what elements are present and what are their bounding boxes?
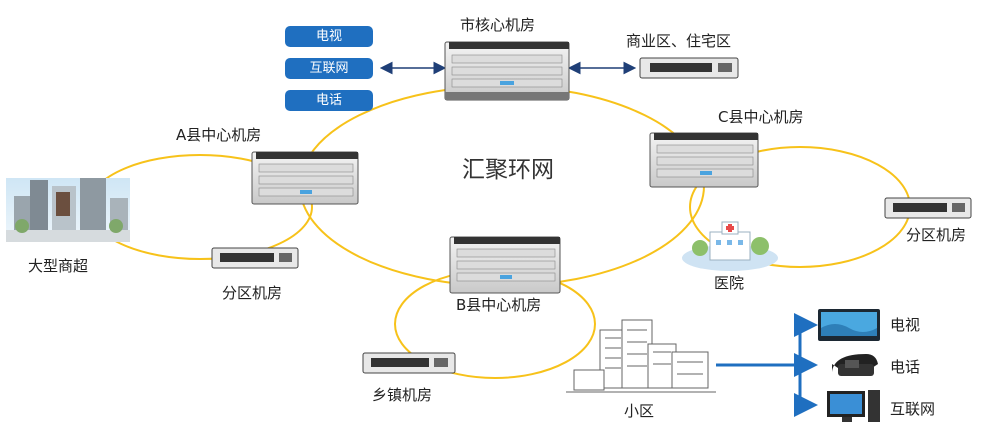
county-c-router <box>649 132 759 188</box>
phone-icon <box>832 354 878 376</box>
mall-label: 大型商超 <box>28 257 89 275</box>
mall-illustration <box>6 178 130 242</box>
service-tv-box: 电视 <box>285 26 373 47</box>
endpoint-tv-label: 电视 <box>890 316 921 334</box>
peer-area-label: 商业区、住宅区 <box>626 32 732 50</box>
county-c-branch-label: 分区机房 <box>906 226 967 244</box>
town-switch <box>362 352 456 374</box>
endpoint-branch-tv <box>794 313 818 365</box>
tv-icon <box>818 309 880 341</box>
service-internet-box: 互联网 <box>285 58 373 79</box>
town-room-label: 乡镇机房 <box>372 386 433 404</box>
core-room-label: 市核心机房 <box>460 16 536 34</box>
county-a-branch-switch <box>211 247 299 269</box>
county-a-router <box>251 151 359 205</box>
county-a-branch-label: 分区机房 <box>222 284 283 302</box>
county-b-label: B县中心机房 <box>456 296 542 314</box>
hospital-label: 医院 <box>714 274 745 292</box>
county-c-label: C县中心机房 <box>718 108 804 126</box>
county-b-router <box>449 236 561 294</box>
hospital-illustration <box>682 221 778 271</box>
ring-title: 汇聚环网 <box>462 157 554 183</box>
endpoint-internet-label: 互联网 <box>890 400 936 418</box>
community-label: 小区 <box>624 402 655 420</box>
endpoint-phone-label: 电话 <box>890 358 921 376</box>
peer-area-switch <box>639 57 739 79</box>
community-illustration <box>566 319 716 393</box>
core-router <box>444 41 570 101</box>
endpoint-branch-internet <box>794 365 818 417</box>
county-a-label: A县中心机房 <box>176 126 262 144</box>
county-c-branch-switch <box>884 197 972 219</box>
computer-icon <box>827 390 880 422</box>
service-phone-box: 电话 <box>285 90 373 111</box>
